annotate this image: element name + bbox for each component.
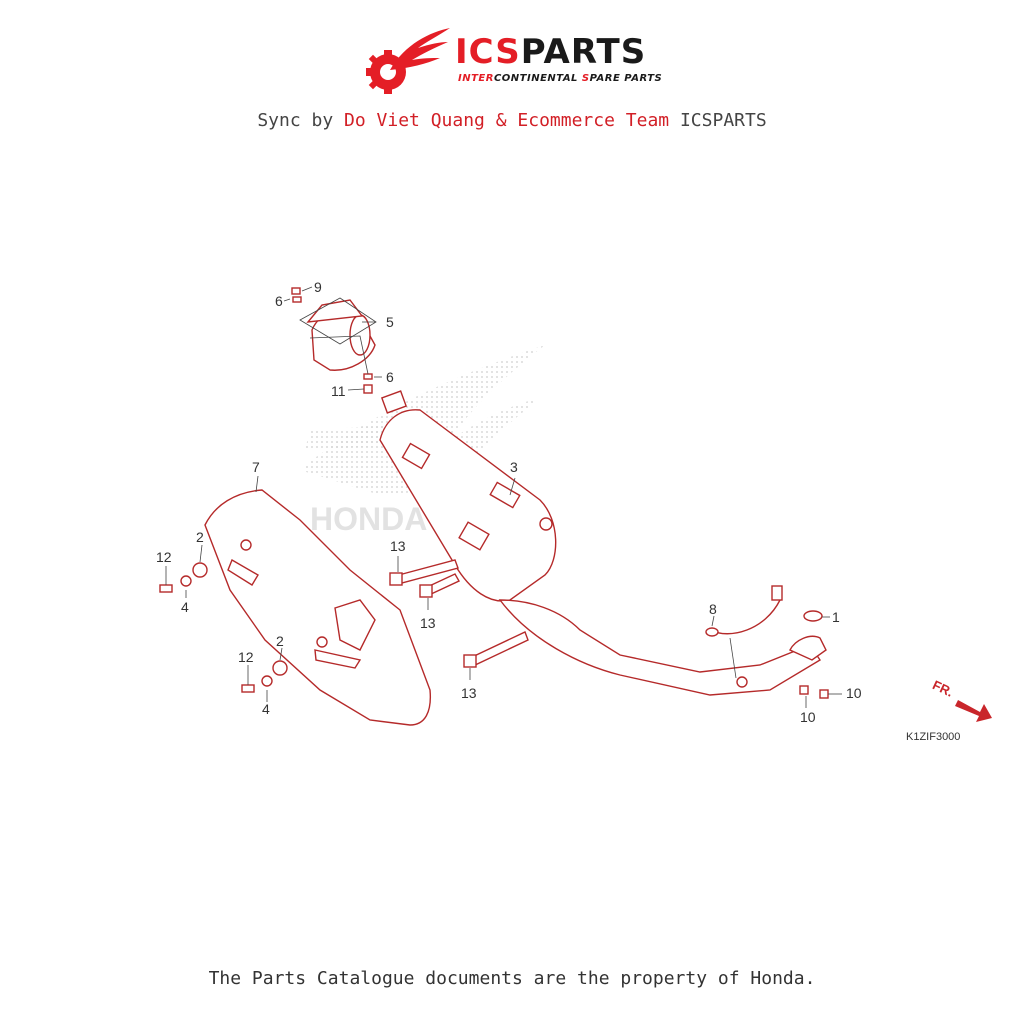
- callout-6-lower: 6: [386, 369, 394, 385]
- callout-2-lower: 2: [276, 633, 284, 649]
- front-arrow-icon: [955, 700, 992, 722]
- watermark-text: HONDA: [310, 501, 427, 537]
- part-2-collar-lower: [272, 660, 288, 676]
- callout-11: 11: [331, 383, 346, 399]
- callout-13-middle: 13: [420, 615, 436, 631]
- part-1-gasket: [803, 610, 823, 622]
- icsparts-logo: ICSPARTS INTERCONTINENTAL SPARE PARTS: [360, 24, 670, 94]
- front-label: FR.: [930, 677, 955, 699]
- part-13-bolts: [389, 559, 529, 668]
- part-10-nut-right: [819, 689, 829, 699]
- callout-7: 7: [252, 459, 260, 475]
- callout-10-right: 10: [846, 685, 862, 701]
- part-6-grommet: [363, 373, 373, 380]
- leader-lines: [165, 286, 842, 708]
- part-4-washer-lower: [261, 675, 273, 687]
- wing-gear-icon: [366, 28, 450, 94]
- part-10-nut-left: [799, 685, 809, 695]
- callout-4-lower: 4: [262, 701, 270, 717]
- callout-13-lower: 13: [461, 685, 477, 701]
- copyright-footer: The Parts Catalogue documents are the pr…: [208, 968, 816, 989]
- part-2-collar-upper: [192, 562, 208, 578]
- part-9-screw: [291, 287, 302, 303]
- sync-credit: Sync by Do Viet Quang & Ecommerce Team I…: [257, 110, 767, 131]
- callout-9: 9: [314, 279, 322, 295]
- part-4-washer-upper: [180, 575, 192, 587]
- part-12-bolt-lower: [241, 684, 255, 693]
- callout-labels: 9 6 5 11 6 3 7 2 12 4 13 13 13 2 12 4 8 …: [156, 279, 862, 725]
- part-3-muffler: [379, 390, 827, 696]
- part-11-collar: [363, 384, 373, 394]
- callout-2-upper: 2: [196, 529, 204, 545]
- callout-1: 1: [832, 609, 840, 625]
- callout-6-upper: 6: [275, 293, 283, 309]
- part-8-sensor: [705, 585, 783, 637]
- part-5-muffler-cap: [306, 299, 376, 371]
- callout-8: 8: [709, 601, 717, 617]
- callout-12-lower: 12: [238, 649, 254, 665]
- part-7-heat-shield: [204, 489, 432, 726]
- callout-13-upper: 13: [390, 538, 406, 554]
- brand-name: ICSPARTS: [455, 32, 647, 72]
- callout-12-upper: 12: [156, 549, 172, 565]
- brand-tagline: INTERCONTINENTAL SPARE PARTS: [458, 73, 663, 84]
- part-12-bolt-upper: [159, 584, 173, 593]
- callout-4-upper: 4: [181, 599, 189, 615]
- callout-3: 3: [510, 459, 518, 475]
- diagram-code: K1ZIF3000: [906, 731, 960, 743]
- front-direction-marker: FR.: [930, 677, 992, 722]
- callout-5: 5: [386, 314, 394, 330]
- callout-10-left: 10: [800, 709, 816, 725]
